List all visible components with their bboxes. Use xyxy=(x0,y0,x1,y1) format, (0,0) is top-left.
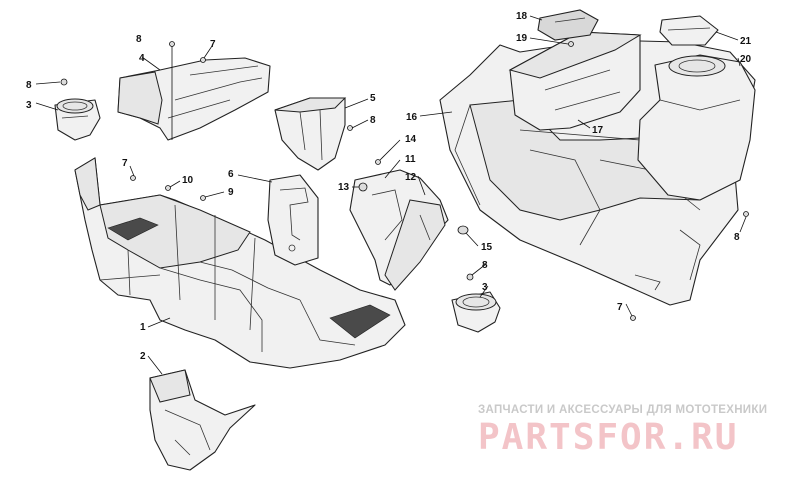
fastener-19 xyxy=(568,41,574,47)
callout-7-rear: 7 xyxy=(617,302,623,313)
callout-12: 12 xyxy=(405,172,417,183)
callout-8-rear: 8 xyxy=(734,232,740,243)
fastener-10 xyxy=(165,185,171,191)
intake-duct xyxy=(637,54,756,201)
callout-8-dash: 8 xyxy=(136,34,142,45)
bin-lid xyxy=(537,9,599,41)
fastener-14 xyxy=(375,159,381,165)
callout-11: 11 xyxy=(405,154,416,165)
callout-15: 15 xyxy=(481,242,493,253)
callout-2: 2 xyxy=(140,351,146,362)
callout-6: 6 xyxy=(228,169,234,180)
callout-7-dash: 7 xyxy=(210,39,216,50)
fastener-7-rear xyxy=(630,315,636,321)
grommet-15 xyxy=(457,225,469,235)
callout-17: 17 xyxy=(592,125,604,136)
fastener-8-right-cup xyxy=(466,273,474,281)
fastener-8-tray xyxy=(347,125,353,131)
watermark-logo: PARTSFOR.RU xyxy=(478,417,739,458)
callout-labels: 8 7 4 8 3 5 8 7 10 9 6 1 2 13 14 11 12 1… xyxy=(26,11,752,362)
callout-16: 16 xyxy=(406,112,418,123)
fastener-13 xyxy=(358,182,368,192)
callout-10: 10 xyxy=(182,175,194,186)
fastener-9 xyxy=(200,195,206,201)
floor-pan xyxy=(74,157,406,369)
callout-3-left: 3 xyxy=(26,100,32,111)
callout-8-left-cup: 8 xyxy=(26,80,32,91)
fastener-8-dash xyxy=(169,41,175,47)
callout-13: 13 xyxy=(338,182,350,193)
fastener-8-rear-right xyxy=(743,211,749,217)
mounting-plate xyxy=(267,174,319,266)
fastener-8-top-left xyxy=(60,78,68,86)
callout-4: 4 xyxy=(139,53,145,64)
duct-cap xyxy=(659,15,719,46)
callout-20: 20 xyxy=(740,54,752,65)
callout-8-right-cup: 8 xyxy=(482,260,488,271)
storage-tray xyxy=(274,97,347,171)
cup-holder-right xyxy=(451,291,501,333)
callout-8-tray: 8 xyxy=(370,115,376,126)
callout-7-floor: 7 xyxy=(122,158,128,169)
cup-holder-left xyxy=(54,98,101,141)
callout-19: 19 xyxy=(516,33,528,44)
callout-18: 18 xyxy=(516,11,528,22)
leader-lines xyxy=(35,15,747,375)
dash-cover-panel xyxy=(117,57,271,141)
fastener-7-dash xyxy=(200,57,206,63)
fastener-7-floor xyxy=(130,175,136,181)
lower-shield xyxy=(149,369,256,471)
callout-21: 21 xyxy=(740,36,752,47)
callout-9: 9 xyxy=(228,187,234,198)
console-bracket-assembly xyxy=(349,169,449,291)
callout-1: 1 xyxy=(140,322,146,333)
callout-5: 5 xyxy=(370,93,376,104)
watermark-tagline: ЗАПЧАСТИ И АКСЕССУАРЫ ДЛЯ МОТОТЕХНИКИ xyxy=(478,404,768,416)
callout-14: 14 xyxy=(405,134,417,145)
callout-3-right: 3 xyxy=(482,282,488,293)
